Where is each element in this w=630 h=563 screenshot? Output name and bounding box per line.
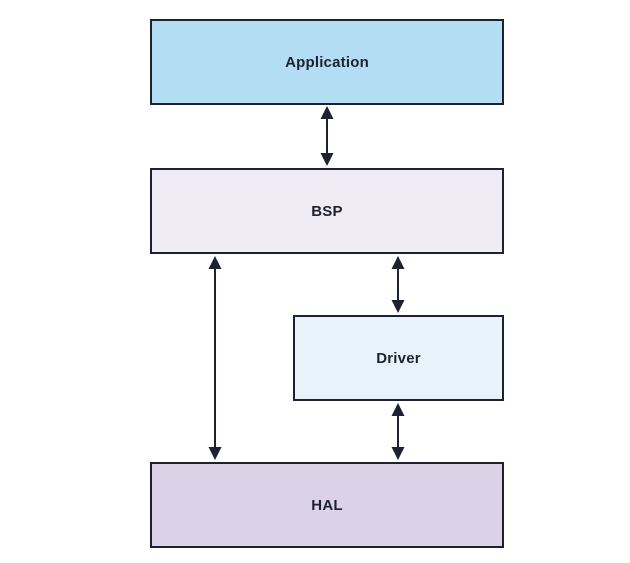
node-bsp-label: BSP	[311, 202, 343, 220]
arrow-bsp-driver	[391, 256, 405, 313]
arrow-driver-hal	[391, 403, 405, 460]
arrow-bsp-hal	[208, 256, 222, 460]
node-driver-label: Driver	[376, 349, 421, 367]
node-hal: HAL	[150, 462, 504, 548]
node-driver: Driver	[293, 315, 504, 401]
arrow-application-bsp	[320, 106, 334, 166]
node-hal-label: HAL	[311, 496, 343, 514]
node-bsp: BSP	[150, 168, 504, 254]
node-application: Application	[150, 19, 504, 105]
node-application-label: Application	[285, 53, 369, 71]
